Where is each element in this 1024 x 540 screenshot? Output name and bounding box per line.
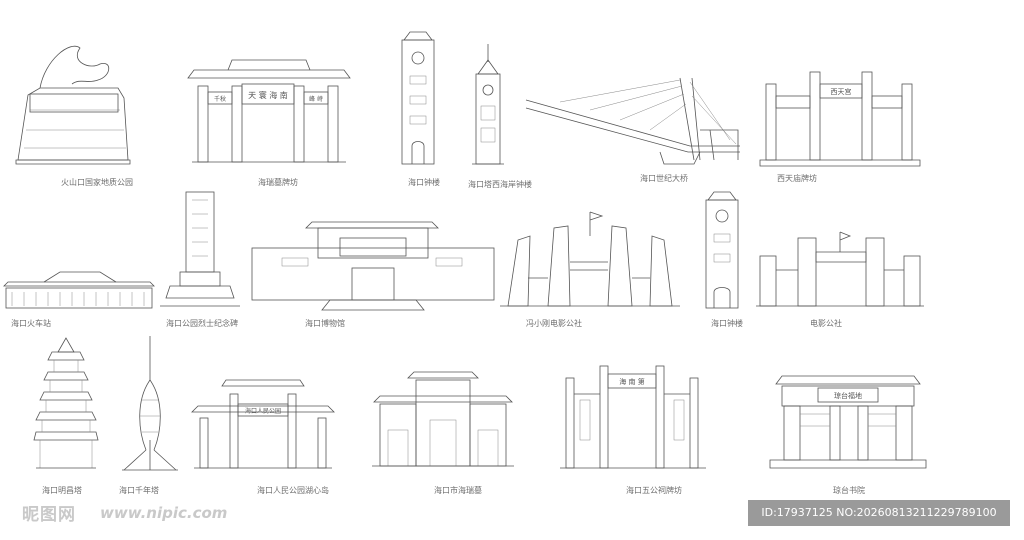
caption-martyrs-monument: 海口公园烈士纪念碑 <box>166 319 238 328</box>
xitian-sign: 西天宫 <box>831 87 852 96</box>
caption-volcano-geopark: 火山口国家地质公园 <box>61 178 133 187</box>
caption-west-coast-clock-tower: 海口塔西海岸钟楼 <box>468 180 532 189</box>
martyrs-monument-drawing <box>160 191 240 307</box>
film-commune-gate-drawing <box>500 211 680 307</box>
wugong-temple-gateway-drawing <box>560 365 706 469</box>
caption-film-commune-gate: 冯小刚电影公社 <box>526 319 582 328</box>
haikou-clock-tower-drawing <box>401 31 435 165</box>
millennium-tower-drawing <box>122 336 178 471</box>
xitian-temple-gateway-drawing <box>759 71 921 167</box>
haikou-clock-tower-2-drawing <box>705 191 739 309</box>
caption-qiongtai-academy: 琼台书院 <box>833 486 865 495</box>
caption-wugong-gateway: 海口五公祠牌坊 <box>626 486 682 495</box>
caption-hairui-tomb: 海口市海瑞墓 <box>434 486 482 495</box>
haikou-railway-station-drawing <box>3 271 155 309</box>
film-commune-drawing <box>756 231 924 307</box>
haikou-museum-drawing <box>251 221 495 311</box>
hairui-sign-left: 千秋 <box>214 95 226 103</box>
century-bridge-drawing <box>525 77 740 165</box>
caption-hairui-gateway: 海瑞墓牌坊 <box>258 178 298 187</box>
image-id-bar: ID:17937125 NO:20260813211229789100 <box>748 500 1010 526</box>
peoples-park-gateway-drawing <box>191 379 335 469</box>
caption-peoples-park: 海口人民公园湖心岛 <box>257 486 329 495</box>
hairui-tomb-gate-drawing <box>372 371 514 467</box>
hairui-gateway-drawing <box>187 59 351 163</box>
mingchang-pagoda-drawing <box>33 337 99 469</box>
caption-haikou-clock-tower: 海口钟楼 <box>408 178 440 187</box>
wugong-sign: 海 南 第 <box>619 377 644 386</box>
caption-century-bridge: 海口世纪大桥 <box>640 174 688 183</box>
hairui-sign-right: 峰 峙 <box>309 95 323 103</box>
caption-museum: 海口博物馆 <box>305 319 345 328</box>
park-sign: 海口人民公园 <box>245 407 281 415</box>
caption-haikou-clock-tower-2: 海口钟楼 <box>711 319 743 328</box>
caption-millennium-tower: 海口千年塔 <box>119 486 159 495</box>
caption-mingchang-pagoda: 海口明昌塔 <box>42 486 82 495</box>
nipic-site-url: www.nipic.com <box>100 504 228 522</box>
qiongtai-academy-gate-drawing <box>769 375 927 469</box>
hairui-sign-center: 天 寰 海 南 <box>248 90 288 100</box>
west-coast-clock-tower-drawing <box>472 44 504 165</box>
nipic-logo: 昵图网 <box>22 505 76 525</box>
caption-film-commune: 电影公社 <box>810 319 842 328</box>
qiongtai-sign: 琼台福地 <box>834 391 862 400</box>
volcano-geopark-drawing <box>15 45 131 165</box>
caption-xitian-temple: 西天庙牌坊 <box>777 174 817 183</box>
caption-railway-station: 海口火车站 <box>11 319 51 328</box>
